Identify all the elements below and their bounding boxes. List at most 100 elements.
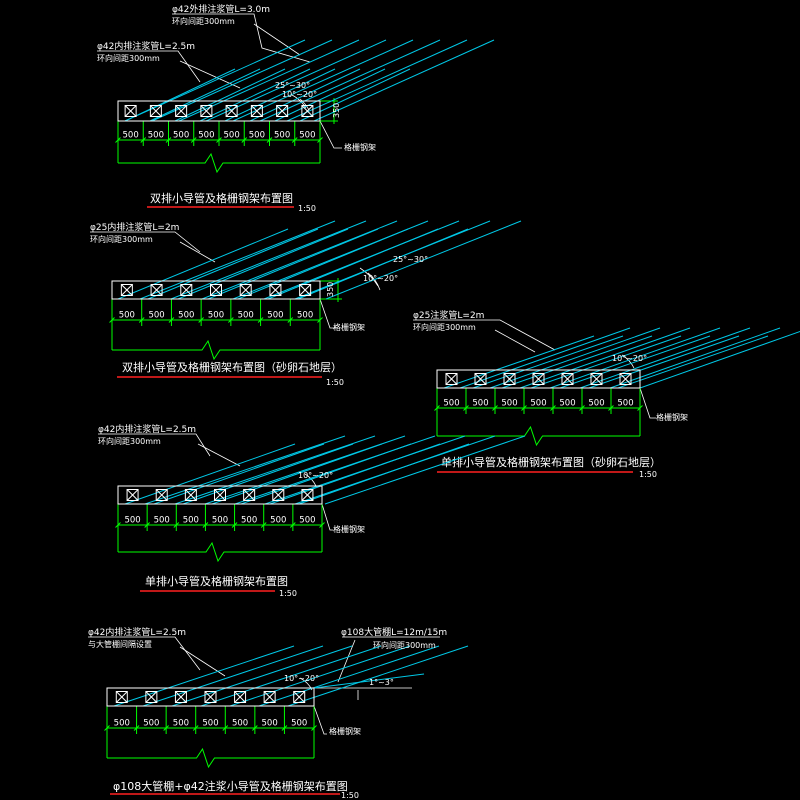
dimension-value: 500 — [530, 399, 546, 409]
dimension-value: 500 — [270, 516, 286, 526]
grid-frame-box — [210, 284, 222, 296]
dimension-value: 500 — [173, 131, 189, 141]
grid-frame-cross — [234, 691, 246, 703]
grid-frame-box — [561, 373, 574, 385]
grouting-pipe — [617, 335, 769, 389]
break-line — [437, 425, 640, 447]
grouting-pipe — [489, 327, 661, 389]
pipe-a-sub-label: 环向间距300mm — [413, 322, 476, 332]
dimension-value: 500 — [297, 311, 313, 321]
grouting-pipe — [201, 220, 398, 300]
grouting-pipe — [232, 39, 414, 122]
angle-a-label: 25°~30° — [275, 81, 310, 90]
grid-frame-cross — [590, 373, 603, 385]
grid-frame-box — [301, 105, 314, 117]
grid-frame-box — [150, 284, 163, 296]
leader-line — [337, 639, 356, 683]
angle-b-label: 10°~20° — [282, 90, 317, 99]
dimension-value: 500 — [274, 131, 290, 141]
grid-frame-box — [149, 105, 162, 117]
grouting-pipe — [588, 335, 740, 389]
grid-frame-box — [239, 284, 252, 296]
grid-frame-cross — [269, 284, 282, 296]
dimension-value: 500 — [119, 311, 135, 321]
grouting-pipe — [229, 645, 411, 707]
grid-frame-cross — [251, 105, 263, 117]
grid-frame-box — [115, 691, 128, 703]
grid-frame-cross — [175, 105, 187, 117]
dimension-value: 500 — [173, 719, 189, 729]
grouting-pipe — [171, 645, 353, 707]
grid-frame-box — [445, 373, 458, 385]
angle-a-label: 25°~30° — [393, 255, 428, 264]
frame-leader — [321, 503, 333, 531]
grouting-pipe — [639, 330, 800, 389]
grouting-pipe — [249, 68, 361, 122]
leader-line — [253, 23, 301, 56]
grouting-pipe — [519, 327, 691, 389]
grouting-pipe — [147, 228, 319, 300]
angle-b-label: 10°~20° — [363, 274, 398, 283]
dimension-value: 500 — [198, 131, 214, 141]
grid-frame-box — [590, 373, 603, 385]
frame-leader — [319, 298, 336, 329]
dimension-value: 500 — [143, 719, 159, 729]
grid-frame-cross — [121, 284, 133, 296]
grouting-pipe — [117, 228, 289, 300]
break-line — [112, 339, 320, 361]
dimension-value: 500 — [501, 399, 517, 409]
grid-frame-box — [145, 691, 158, 703]
pipe-c-sub-label: 环向间距300mm — [373, 640, 436, 650]
grouting-pipe — [151, 39, 333, 122]
dimension-value: 500 — [178, 311, 194, 321]
dimension-value: 500 — [238, 311, 254, 321]
dimension-value: 500 — [299, 131, 315, 141]
break-line — [107, 747, 314, 769]
break-line — [118, 152, 320, 174]
leader-line — [88, 636, 201, 671]
grid-frame-cross — [145, 691, 158, 703]
grouting-pipe — [182, 443, 354, 505]
scale-label: 1:50 — [279, 589, 297, 598]
frame-label: 格栅钢架 — [329, 726, 361, 736]
grid-frame-cross — [561, 373, 574, 385]
leader-line — [494, 329, 536, 353]
grid-frame-band — [436, 369, 641, 389]
angle-b-label: 10°~20° — [298, 471, 333, 480]
angle-b-label: 10°~20° — [612, 354, 647, 363]
angle-arc — [359, 267, 379, 287]
grouting-pipe — [199, 68, 311, 122]
dimension-value: 500 — [202, 719, 218, 729]
frame-label: 格栅钢架 — [344, 142, 376, 152]
dimension-value: 500 — [262, 719, 278, 729]
grouting-pipe — [124, 39, 306, 122]
dimension-value: 500 — [241, 516, 257, 526]
grid-frame-cross — [301, 489, 314, 501]
grid-frame-band — [117, 485, 323, 505]
grid-frame-cross — [150, 105, 162, 117]
pipe-a-sub-label: 与大管棚间隔设置 — [88, 639, 152, 649]
grouting-pipe — [153, 443, 325, 505]
grid-frame-box — [263, 691, 276, 703]
grouting-pipe — [549, 327, 721, 389]
diagram-title: 单排小导管及格栅钢架布置图 — [145, 574, 288, 588]
dimension-value: 500 — [443, 399, 459, 409]
grouting-pipe — [224, 68, 336, 122]
grid-frame-cross — [200, 105, 213, 117]
grid-frame-box — [184, 489, 197, 501]
grid-frame-cross — [175, 691, 187, 703]
leader-line — [413, 319, 556, 351]
grid-frame-cross — [126, 489, 139, 501]
grid-frame-cross — [150, 284, 163, 296]
leader-line — [98, 433, 211, 457]
grouting-pipe — [144, 435, 346, 505]
dimension-value: 500 — [148, 311, 164, 321]
frame-leader — [639, 387, 656, 419]
grid-frame-cross — [276, 105, 288, 117]
frame-label: 格栅钢架 — [333, 322, 365, 332]
pipe-b-label: φ42内排注浆管L=2.5m — [97, 40, 195, 52]
grid-frame-cross — [263, 691, 276, 703]
